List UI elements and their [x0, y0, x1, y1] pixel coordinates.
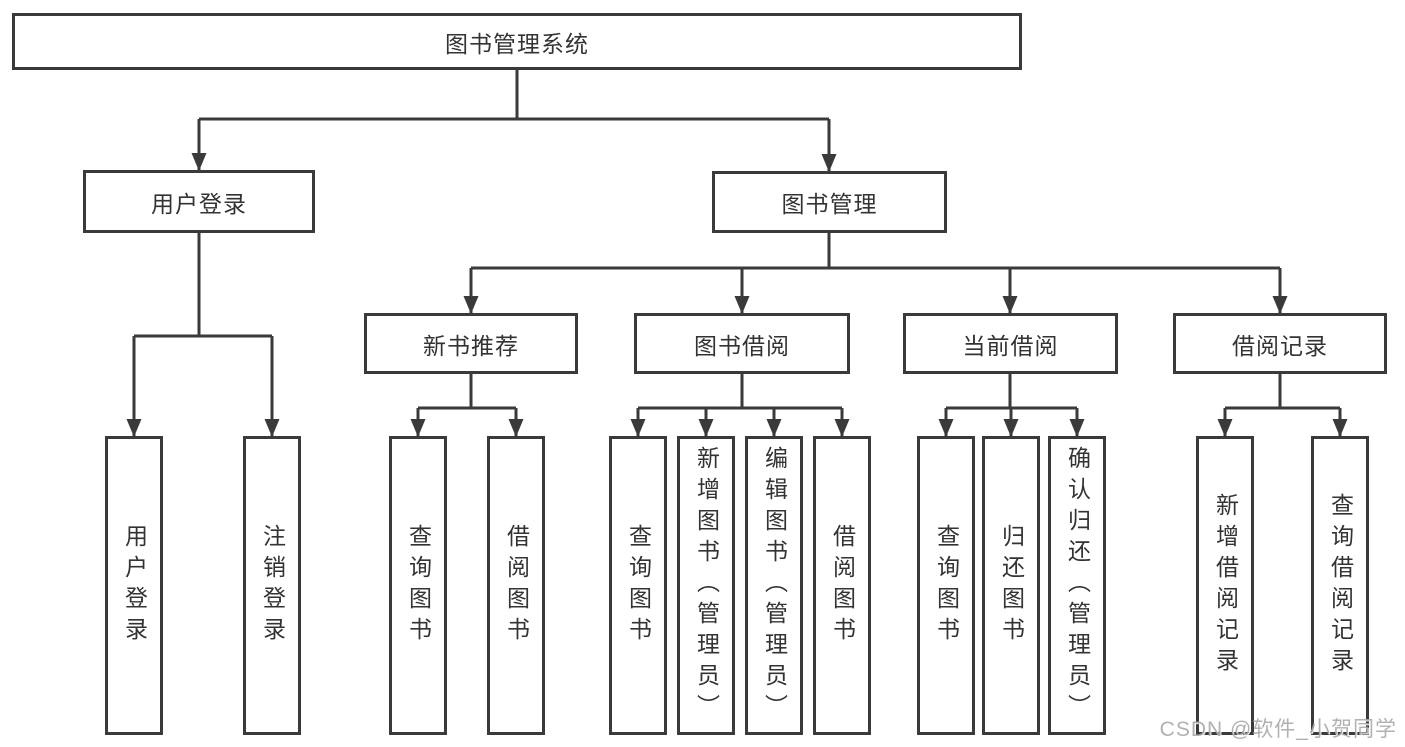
leaf-current-query: 查询图书: [917, 436, 975, 735]
node-book-borrow: 图书借阅: [634, 313, 850, 374]
leaf-record-query: 查询借阅记录: [1311, 436, 1369, 735]
node-new-book-recommend: 新书推荐: [364, 313, 578, 374]
leaf-newbook-query: 查询图书: [389, 436, 447, 735]
leaf-logout: 注销登录: [243, 436, 301, 735]
leaf-current-return: 归还图书: [982, 436, 1040, 735]
node-book-management: 图书管理: [712, 171, 947, 233]
leaf-borrow-edit-admin: 编辑图书（管理员）: [745, 436, 803, 735]
node-user-login: 用户登录: [83, 170, 315, 233]
node-current-borrow: 当前借阅: [903, 313, 1118, 374]
csdn-watermark: CSDN @软件_小贺同学: [1159, 718, 1397, 741]
node-borrow-record: 借阅记录: [1173, 313, 1387, 374]
leaf-record-add: 新增借阅记录: [1196, 436, 1254, 735]
node-root: 图书管理系统: [12, 13, 1022, 70]
leaf-newbook-borrow: 借阅图书: [487, 436, 545, 735]
leaf-user-login: 用户登录: [105, 436, 163, 735]
leaf-borrow-add-admin: 新增图书（管理员）: [677, 436, 735, 735]
leaf-borrow-book: 借阅图书: [813, 436, 871, 735]
leaf-current-confirm-admin: 确认归还（管理员）: [1048, 436, 1106, 735]
leaf-borrow-query: 查询图书: [609, 436, 667, 735]
